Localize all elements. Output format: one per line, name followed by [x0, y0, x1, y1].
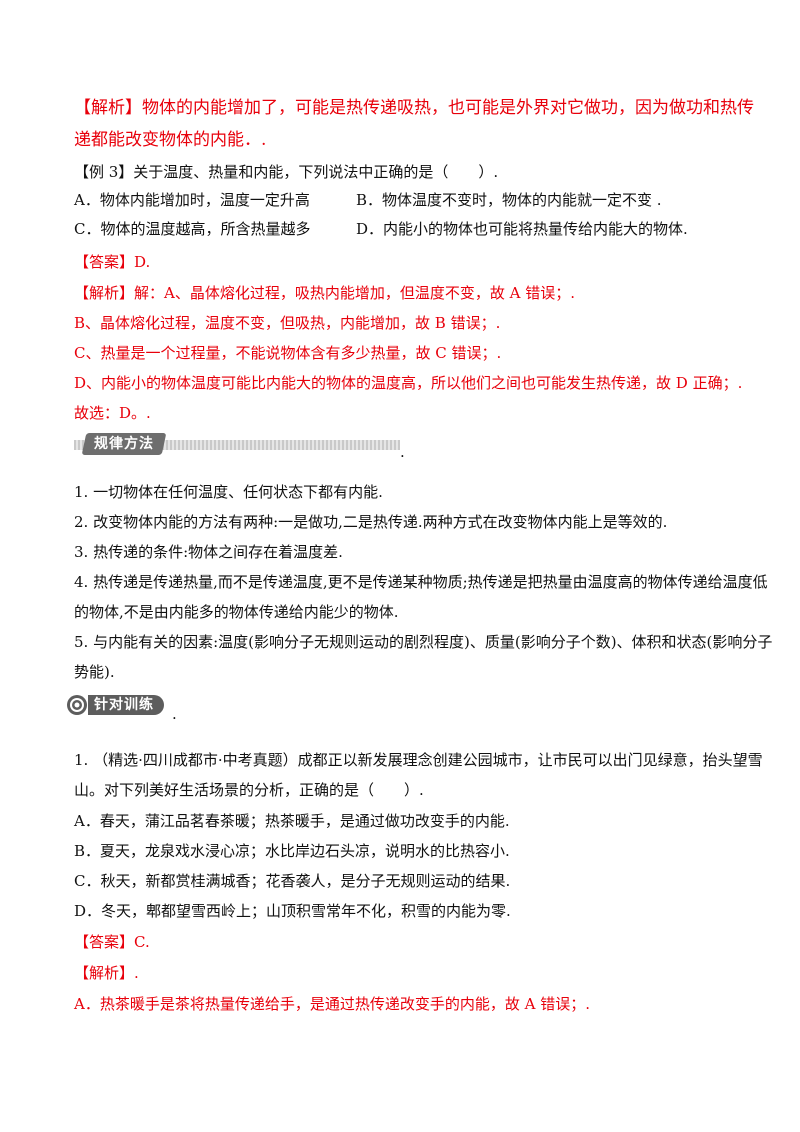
example-3-analysis-line: C、热量是一个过程量，不能说物体含有多少热量，故 C 错误；.	[74, 344, 502, 362]
question-1-line-2: 山。对下列美好生活场景的分析，正确的是（ ）.	[74, 781, 424, 799]
rule-item: 2. 改变物体内能的方法有两种:一是做功,二是热传递.两种方式在改变物体内能上是…	[74, 513, 668, 531]
rule-item: 1. 一切物体在任何温度、任何状态下都有内能.	[74, 483, 383, 501]
rule-item: 的物体,不是由内能多的物体传递给内能少的物体.	[74, 603, 399, 621]
question-1-answer: 【答案】C.	[74, 933, 150, 951]
example-3-analysis-line: D、内能小的物体温度可能比内能大的物体的温度高，所以他们之间也可能发生热传递，故…	[74, 374, 743, 392]
rule-item: 势能).	[74, 663, 115, 681]
question-1-option: D．冬天，郫都望雪西岭上；山顶积雪常年不化，积雪的内能为零.	[74, 902, 511, 920]
question-1-line-1: 1. （精选·四川成都市·中考真题）成都正以新发展理念创建公园城市，让市民可以出…	[74, 751, 763, 769]
rule-item: 4. 热传递是传递热量,而不是传递温度,更不是传递某种物质;热传递是把热量由温度…	[74, 573, 768, 591]
analysis-intro-line-2: 递都能改变物体的内能．.	[74, 130, 267, 150]
target-icon	[67, 695, 87, 715]
example-3-analysis-line: 故选：D。.	[74, 404, 151, 422]
training-section-title: 针对训练	[88, 695, 164, 715]
question-1-analysis-head: 【解析】.	[74, 964, 139, 982]
example-3-question: 【例 3】关于温度、热量和内能，下列说法中正确的是（ ）.	[74, 163, 499, 181]
rule-item: 3. 热传递的条件:物体之间存在着温度差.	[74, 543, 343, 561]
example-3-option-b: B．物体温度不变时，物体的内能就一定不变 .	[356, 191, 662, 209]
rules-section-banner: 规律方法	[74, 433, 400, 455]
example-3-answer: 【答案】D.	[74, 253, 151, 271]
banner-stripe	[74, 440, 400, 450]
question-1-option: C．秋天，新都赏桂满城香；花香袭人，是分子无规则运动的结果.	[74, 872, 511, 890]
rules-section-title: 规律方法	[94, 436, 154, 452]
example-3-analysis-line: B、晶体熔化过程，温度不变，但吸热，内能增加，故 B 错误；.	[74, 314, 501, 332]
rule-item: 5. 与内能有关的因素:温度(影响分子无规则运动的剧烈程度)、质量(影响分子个数…	[74, 633, 773, 651]
example-3-analysis-line: 【解析】解：A、晶体熔化过程，吸热内能增加，但温度不变，故 A 错误；.	[74, 284, 575, 302]
training-section-trail: .	[172, 705, 177, 723]
training-section-banner: 针对训练	[66, 692, 186, 718]
example-3-option-a: A．物体内能增加时，温度一定升高	[74, 191, 310, 209]
question-1-analysis-a: A．热茶暖手是茶将热量传递给手，是通过热传递改变手的内能，故 A 错误；.	[74, 995, 590, 1013]
example-3-option-c: C．物体的温度越高，所含热量越多	[74, 220, 311, 238]
rules-section-trail: .	[400, 443, 405, 461]
question-1-option: B．夏天，龙泉戏水浸心凉；水比岸边石头凉，说明水的比热容小.	[74, 842, 510, 860]
example-3-option-d: D．内能小的物体也可能将热量传给内能大的物体.	[356, 220, 688, 238]
analysis-intro-line-1: 【解析】物体的内能增加了，可能是热传递吸热，也可能是外界对它做功，因为做功和热传	[74, 98, 754, 118]
question-1-option: A．春天，蒲江品茗春茶暖；热茶暖手，是通过做功改变手的内能.	[74, 812, 510, 830]
